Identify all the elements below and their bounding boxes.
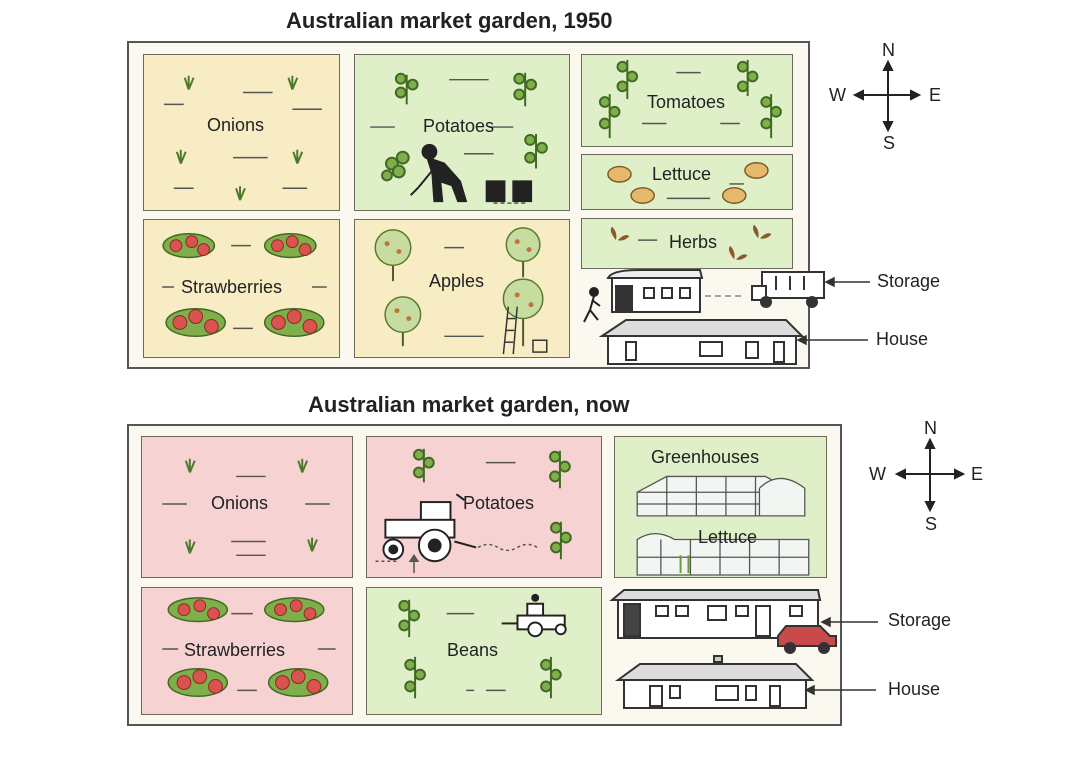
compass-rose-1950: N S W E <box>829 40 943 153</box>
compass-n: N <box>924 418 937 438</box>
greenhouses-icon <box>636 475 810 576</box>
compass-w: W <box>829 85 846 105</box>
callout-label-storage-1950: Storage <box>877 271 941 291</box>
plot-label-apples: Apples <box>429 271 485 291</box>
strawberry-plants-icon <box>162 597 336 698</box>
plot-label-herbs: Herbs <box>669 232 718 252</box>
apple-trees-icon <box>374 227 548 355</box>
bean-plants-and-tractor-icon <box>398 593 567 699</box>
compass-w: W <box>869 464 886 484</box>
plot-greenhouses-now: Greenhouses Lettuce <box>614 436 827 578</box>
plot-label-lettuce: Lettuce <box>652 164 712 184</box>
tractor-and-potato-plants-icon <box>375 448 572 574</box>
farmer-and-potato-plants-icon <box>370 72 548 204</box>
map-title-1950: Australian market garden, 1950 <box>286 8 613 33</box>
plot-label-lettuce: Lettuce <box>698 527 758 547</box>
compass-e: E <box>929 85 942 105</box>
plot-strawberries-1950: Strawberries <box>143 219 340 358</box>
onion-sprouts-icon <box>162 458 330 557</box>
strawberry-plants-icon <box>162 233 327 338</box>
compass-s: S <box>883 133 896 153</box>
callout-label-storage-now: Storage <box>888 610 952 630</box>
plot-label-strawberries: Strawberries <box>184 640 286 660</box>
plot-label-tomatoes: Tomatoes <box>647 92 726 112</box>
plot-label-greenhouses: Greenhouses <box>651 447 760 467</box>
map-title-now: Australian market garden, now <box>308 392 630 417</box>
small-tractor-icon <box>501 593 567 638</box>
plot-herbs-1950: Herbs <box>581 218 793 269</box>
plot-strawberries-now: Strawberries <box>141 587 353 715</box>
compass-e: E <box>971 464 984 484</box>
compass-arrows-icon <box>852 59 922 133</box>
compass-s: S <box>925 514 938 534</box>
plot-potatoes-now: Potatoes <box>366 436 602 578</box>
plot-lettuce-1950: Lettuce <box>581 154 793 210</box>
plot-beans-now: Beans <box>366 587 602 715</box>
plot-apples-1950: Apples <box>354 219 570 358</box>
tomato-plants-icon <box>598 59 782 139</box>
plot-onions-1950: Onions <box>143 54 340 211</box>
compass-rose-now: N S W E <box>869 418 984 534</box>
plot-label-beans: Beans <box>447 640 499 660</box>
plot-tomatoes-1950: Tomatoes <box>581 54 793 147</box>
compass-n: N <box>882 40 895 60</box>
compass-arrows-icon <box>894 437 966 513</box>
plot-label-strawberries: Strawberries <box>181 277 283 297</box>
plot-onions-now: Onions <box>141 436 353 578</box>
herb-sprigs-icon <box>610 224 772 260</box>
plot-potatoes-1950: Potatoes <box>354 54 570 211</box>
plot-label-onions: Onions <box>211 493 269 513</box>
onion-sprouts-icon <box>164 75 322 201</box>
plot-label-potatoes: Potatoes <box>463 493 535 513</box>
callout-label-house-now: House <box>888 679 941 699</box>
tractor-icon <box>382 493 477 563</box>
plot-label-onions: Onions <box>207 115 265 135</box>
lettuce-heads-icon <box>607 161 769 204</box>
plot-label-potatoes: Potatoes <box>423 116 495 136</box>
callout-label-house-1950: House <box>876 329 929 349</box>
